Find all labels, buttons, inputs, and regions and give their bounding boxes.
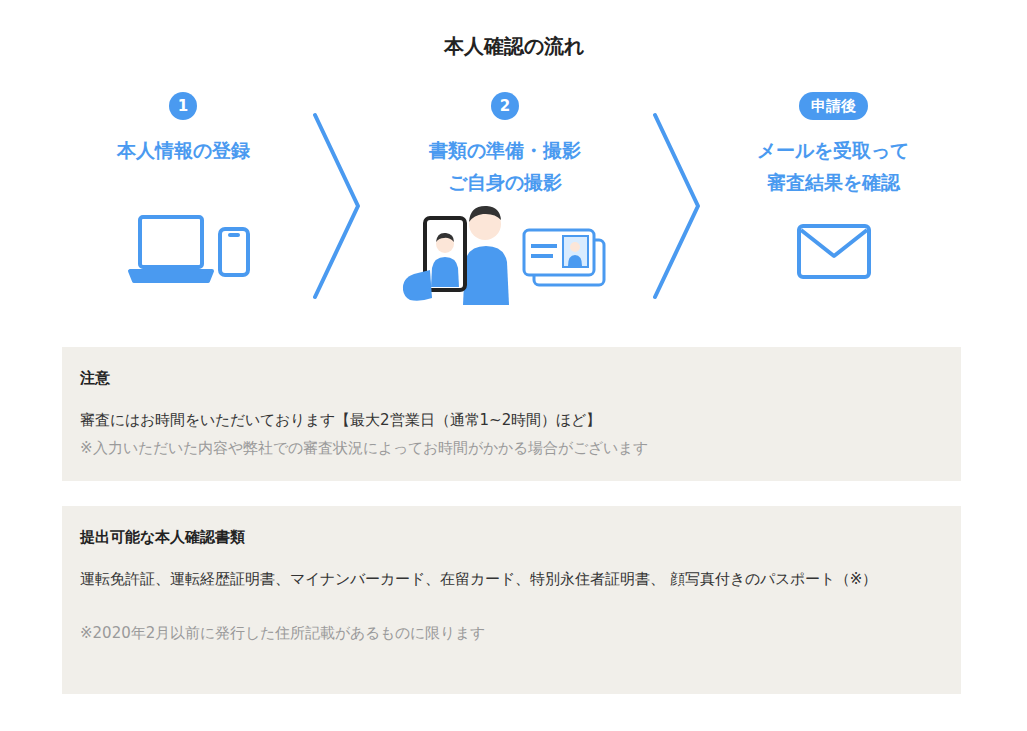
panel-text: ※2020年2月以前に発行した住所記載があるものに限ります <box>80 619 943 647</box>
panel-heading: 注意 <box>80 369 943 388</box>
flow-chevron <box>315 115 358 297</box>
step-badge: 2 <box>491 92 519 120</box>
step-column: 1 本人情報の登録 <box>83 92 283 304</box>
panel-text: ※入力いただいた内容や弊社での審査状況によってお時間がかかる場合がございます <box>80 434 943 462</box>
laptop-icon <box>130 217 212 281</box>
page-title: 本人確認の流れ <box>0 33 1027 60</box>
selfie-illustration <box>403 206 509 305</box>
panel-text: 運転免許証、運転経歴証明書、マイナンバーカード、在留カード、特別永住者証明書、 … <box>80 565 943 593</box>
note-panel: 提出可能な本人確認書類運転免許証、運転経歴証明書、マイナンバーカード、在留カード… <box>62 506 961 694</box>
note-panel: 注意審査にはお時間をいただいております【最大2営業日（通常1~2時間）ほど】※入… <box>62 347 961 481</box>
step-badge: 1 <box>169 92 197 120</box>
step-column: 申請後メールを受取って 審査結果を確認 <box>733 92 933 304</box>
step-title: 本人情報の登録 <box>83 134 283 166</box>
mail-icon <box>799 226 869 277</box>
step-title: メールを受取って 審査結果を確認 <box>733 134 933 198</box>
id-card-icon <box>524 230 604 285</box>
step-title: 書類の準備・撮影 ご自身の撮影 <box>390 134 620 198</box>
panel-heading: 提出可能な本人確認書類 <box>80 528 943 547</box>
phone-icon <box>220 229 248 275</box>
flow-chevron <box>655 115 698 297</box>
step-column: 2 書類の準備・撮影 ご自身の撮影 <box>390 92 620 304</box>
step-badge: 申請後 <box>799 92 868 120</box>
panel-text: 審査にはお時間をいただいております【最大2営業日（通常1~2時間）ほど】 <box>80 406 943 434</box>
